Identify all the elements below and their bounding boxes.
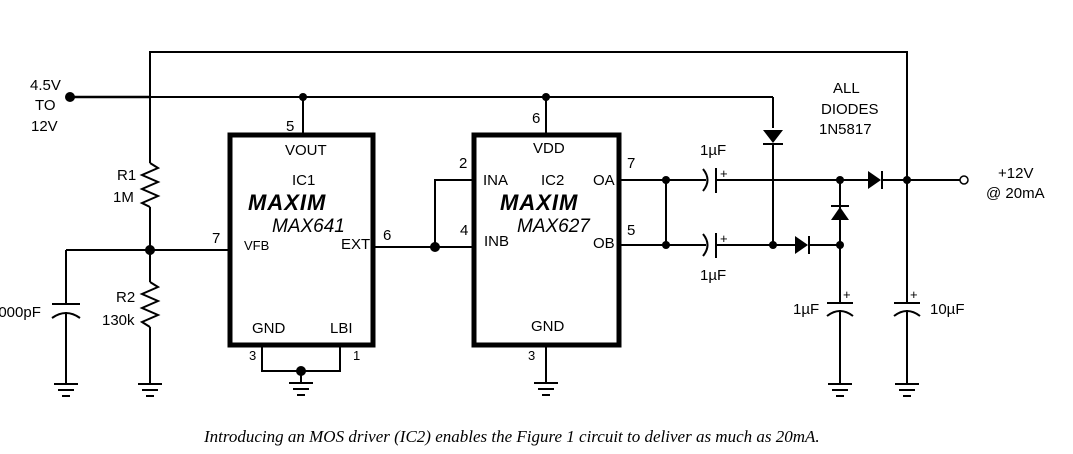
ic2-pin3-num: 3 bbox=[528, 348, 535, 363]
diodes-note-1: ALL bbox=[833, 80, 860, 97]
diodes-note-2: DIODES bbox=[821, 101, 879, 118]
cap-oa-value: 1µF bbox=[700, 142, 726, 159]
ground-icon bbox=[289, 382, 313, 396]
ic1-pin3-num: 3 bbox=[249, 348, 256, 363]
junction bbox=[769, 241, 777, 249]
ground-icon bbox=[54, 383, 78, 397]
ic2-ina-label: INA bbox=[483, 172, 508, 189]
cap-mid-value: 1µF bbox=[793, 301, 819, 318]
ic2-pin4-num: 4 bbox=[460, 222, 468, 239]
ic2-pin2-num: 2 bbox=[459, 155, 467, 172]
ic2-inb-label: INB bbox=[484, 233, 509, 250]
supply-terminal bbox=[65, 92, 75, 102]
ic1-vfb-label: VFB bbox=[244, 238, 269, 253]
cap-mid-plus: + bbox=[843, 287, 851, 302]
ic2-vdd-label: VDD bbox=[533, 140, 565, 157]
resistor-r1 bbox=[139, 162, 161, 208]
ic1-pin1-num: 1 bbox=[353, 348, 360, 363]
ic2-oa-label: OA bbox=[593, 172, 615, 189]
cap-ob-curve bbox=[702, 233, 709, 257]
wire-ina bbox=[434, 179, 474, 247]
r1-value: 1M bbox=[113, 189, 134, 206]
cap-oa-curve bbox=[702, 168, 709, 192]
ic1-ext-label: EXT bbox=[341, 236, 370, 253]
cap-out-value: 10µF bbox=[930, 301, 965, 318]
output-label-2: @ 20mA bbox=[986, 185, 1045, 202]
output-terminal bbox=[959, 175, 969, 185]
ic1-ref: IC1 bbox=[292, 172, 315, 189]
cap-filter-value: 1000pF bbox=[0, 304, 41, 321]
ground-icon bbox=[138, 383, 162, 397]
r2-value: 130k bbox=[102, 312, 135, 329]
ground-icon bbox=[828, 383, 852, 397]
ic1-pin6-num: 6 bbox=[383, 227, 391, 244]
resistor-r2 bbox=[139, 281, 161, 328]
ground-icon bbox=[895, 383, 919, 397]
ic2-pin6-num: 6 bbox=[532, 110, 540, 127]
ic1-gnd-label: GND bbox=[252, 320, 286, 337]
ic1-body bbox=[227, 132, 376, 348]
ic1-pin5-num: 5 bbox=[286, 118, 294, 135]
supply-label-3: 12V bbox=[31, 118, 58, 135]
ic2-part: MAX627 bbox=[517, 216, 591, 237]
supply-label-2: TO bbox=[35, 97, 56, 114]
ic2-pin7-num: 7 bbox=[627, 155, 635, 172]
ic2-ob-label: OB bbox=[593, 235, 615, 252]
supply-label-1: 4.5V bbox=[30, 77, 61, 94]
r1-name: R1 bbox=[117, 167, 136, 184]
diodes-note-3: 1N5817 bbox=[819, 121, 872, 138]
cap-ob-plus: + bbox=[720, 231, 728, 246]
output-label-1: +12V bbox=[998, 165, 1033, 182]
ic1-pin7-num: 7 bbox=[212, 230, 220, 247]
cap-out-plus: + bbox=[910, 287, 918, 302]
ic2-maxim-logo: MAXIM bbox=[500, 190, 578, 215]
ic1-maxim-logo: MAXIM bbox=[248, 190, 326, 215]
cap-ob-value: 1µF bbox=[700, 267, 726, 284]
ic2-pin5-num: 5 bbox=[627, 222, 635, 239]
figure-caption: Introducing an MOS driver (IC2) enables … bbox=[203, 427, 820, 446]
diode-output bbox=[868, 171, 881, 189]
ic2-gnd-label: GND bbox=[531, 318, 565, 335]
ground-icon bbox=[534, 382, 558, 396]
ic1-vout-label: VOUT bbox=[285, 142, 327, 159]
ic1-part: MAX641 bbox=[272, 216, 345, 237]
diode-rail bbox=[763, 130, 783, 143]
diode-ob bbox=[795, 236, 808, 254]
ic1-lbi-label: LBI bbox=[330, 320, 353, 337]
r2-name: R2 bbox=[116, 289, 135, 306]
ic2-ref: IC2 bbox=[541, 172, 564, 189]
cap-oa-plus: + bbox=[720, 166, 728, 181]
diode-vertical bbox=[831, 207, 849, 220]
